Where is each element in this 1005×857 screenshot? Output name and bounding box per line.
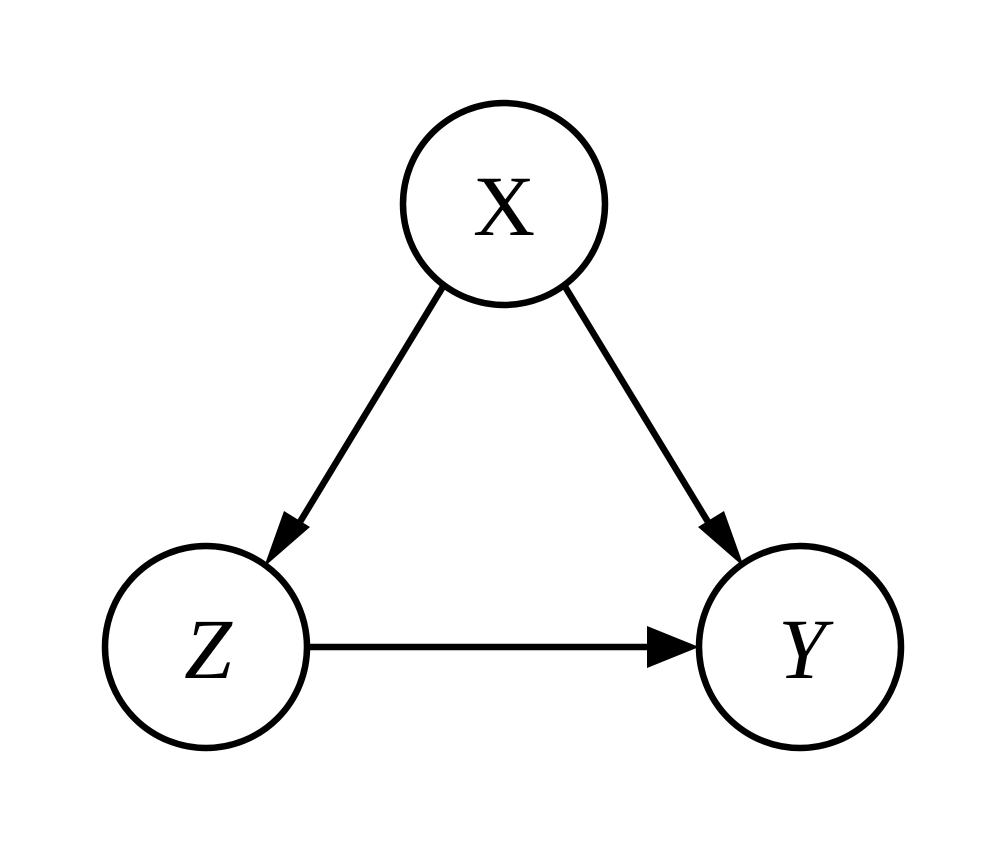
edge-x-to-z-shaft bbox=[286, 283, 447, 542]
edge-x-to-z[interactable] bbox=[264, 283, 447, 567]
node-y-circle bbox=[695, 542, 905, 752]
node-y-label: Y bbox=[778, 601, 834, 697]
node-x-label: X bbox=[473, 158, 535, 254]
node-y[interactable]: Y bbox=[695, 542, 905, 752]
node-x-circle bbox=[399, 99, 609, 309]
node-z-label: Z bbox=[184, 601, 233, 697]
edge-x-to-y-shaft bbox=[561, 283, 722, 542]
edge-x-to-y-arrowhead bbox=[698, 511, 744, 567]
edge-x-to-z-arrowhead bbox=[264, 511, 310, 567]
node-z[interactable]: Z bbox=[101, 542, 311, 752]
edge-x-to-y[interactable] bbox=[561, 283, 744, 567]
node-z-circle bbox=[101, 542, 311, 752]
node-x[interactable]: X bbox=[399, 99, 609, 309]
edge-z-to-y-arrowhead bbox=[647, 626, 699, 668]
edge-z-to-y[interactable] bbox=[307, 626, 699, 668]
